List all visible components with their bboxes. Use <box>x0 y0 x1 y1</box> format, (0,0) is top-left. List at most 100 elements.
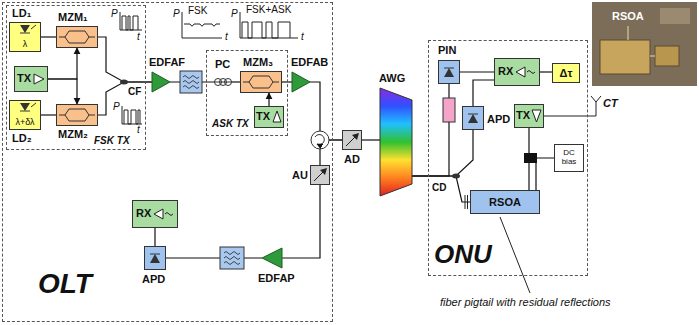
region-box: ASK TX PC MZM₃ TX <box>206 50 288 136</box>
photodiode-box-part <box>145 247 166 270</box>
fiber-connector <box>540 71 552 72</box>
annotation-label: P <box>113 101 120 113</box>
amplifier-triangle-part <box>152 72 170 92</box>
receiver-box: RX <box>494 58 540 86</box>
laser-diode-box: LD₁λ <box>9 22 41 52</box>
modulator-box: MZM₁ <box>56 26 98 48</box>
annotation-label: P <box>173 8 180 20</box>
attenuator-box-outline <box>342 130 362 150</box>
node-label: LD₁ <box>12 7 31 20</box>
transmitter-box-part <box>255 107 284 128</box>
component-box: DC bias <box>554 144 584 172</box>
node-label: ONU <box>434 240 492 270</box>
node-label: RX <box>498 65 513 78</box>
node-label: OLT <box>38 268 92 300</box>
rsoa-photo <box>592 2 697 86</box>
photo-chip <box>600 40 650 74</box>
fiber-connector <box>473 80 494 106</box>
circulator <box>311 131 329 149</box>
photo-wire <box>628 26 655 56</box>
transmitter-box: TX <box>254 106 284 128</box>
amplifier-triangle-part <box>292 72 310 92</box>
component-box: RSOA <box>470 190 540 214</box>
annotation-label: FSK+ASK <box>246 4 291 16</box>
fiber-connector <box>460 71 494 72</box>
node-label: FSK TX <box>94 135 130 147</box>
modulator-box: MZM₂ <box>56 104 98 126</box>
awg-wedge-part <box>380 88 412 196</box>
filter-symbol <box>224 252 240 265</box>
fiber-connector <box>232 81 240 82</box>
transmitter-box-part <box>15 67 48 92</box>
receiver-box-part <box>154 209 163 219</box>
receiver-box-part <box>527 71 535 74</box>
node-label: AD <box>344 153 360 166</box>
photodiode-box-part <box>463 107 484 130</box>
transmitter-box: TX <box>14 66 48 92</box>
node-label: TX <box>516 109 530 122</box>
node-label: PIN <box>438 44 456 57</box>
photodiode-box-part <box>468 114 478 123</box>
modulator-box-part <box>243 76 279 88</box>
amplifier-triangle: EDFAP <box>262 248 282 268</box>
laser-diode-box-part <box>10 23 41 52</box>
annotation-label: t <box>301 31 304 43</box>
receiver-box-part <box>165 213 173 216</box>
receiver-box-part <box>133 201 178 228</box>
annotation-label: fiber pigtail with residual reflections <box>440 296 611 309</box>
polarization-controller-outline <box>214 74 232 90</box>
bias-tee <box>524 153 537 163</box>
fiber-coupler <box>120 80 128 85</box>
annotation-label: CF <box>128 86 141 98</box>
annotation-label: CD <box>432 182 446 194</box>
modulator-box-outline <box>240 71 282 93</box>
transmitter-box-part <box>515 105 544 128</box>
pulse-train <box>122 16 138 30</box>
modulator-box-part <box>241 72 282 93</box>
fiber-connector <box>48 79 77 104</box>
amplifier-triangle: EDFAB <box>292 72 310 92</box>
attenuator-box-part <box>352 133 359 140</box>
annotation-label: P <box>111 8 118 20</box>
photodiode-box-part <box>444 68 454 77</box>
annotation-label: t <box>137 31 140 43</box>
node-label: ASK TX <box>212 118 249 130</box>
fsk-waveform <box>184 24 220 26</box>
laser-diode-box-part <box>10 101 41 130</box>
photo-detail <box>660 8 690 24</box>
modulator-box-part <box>59 109 95 121</box>
node-label: MZM₂ <box>58 128 88 141</box>
modulator-box-outline <box>56 26 98 48</box>
node-label: LD₂ <box>12 132 32 145</box>
node-label: MZM₃ <box>243 56 273 69</box>
component-box: Δτ <box>552 63 580 83</box>
receiver-box-part <box>495 59 540 86</box>
node-label: EDFAP <box>258 272 295 285</box>
modulator-box-part <box>57 105 98 126</box>
node-label: Δτ <box>553 67 579 80</box>
fiber-connector <box>536 158 554 190</box>
modulator-box-part <box>57 27 98 48</box>
modulator-box-outline <box>56 104 98 126</box>
fiber-connector <box>310 82 342 140</box>
photodiode-box: PIN <box>438 60 460 84</box>
node-label: APD <box>487 113 510 126</box>
annotation-label: t <box>137 124 140 136</box>
photodiode-box-part <box>444 68 454 69</box>
photo-ground <box>592 2 697 86</box>
photodiode-box-part <box>150 254 160 263</box>
node-label: PC <box>215 58 230 71</box>
photodiode-box-outline <box>462 106 484 130</box>
modulator-box: MZM₃ <box>240 71 282 93</box>
fiber-connector <box>154 228 155 246</box>
bandpass-filter <box>220 247 244 269</box>
polarization-controller: PC <box>214 74 232 90</box>
amplifier-triangle-part <box>262 248 282 268</box>
amplifier-triangle-outline <box>152 72 170 92</box>
annotation-label: P <box>231 8 238 20</box>
pulse-axis <box>120 12 142 30</box>
annotation-label: CT <box>603 97 618 110</box>
amplifier-triangle: EDFAF <box>152 72 170 92</box>
node-label: APD <box>142 273 165 286</box>
